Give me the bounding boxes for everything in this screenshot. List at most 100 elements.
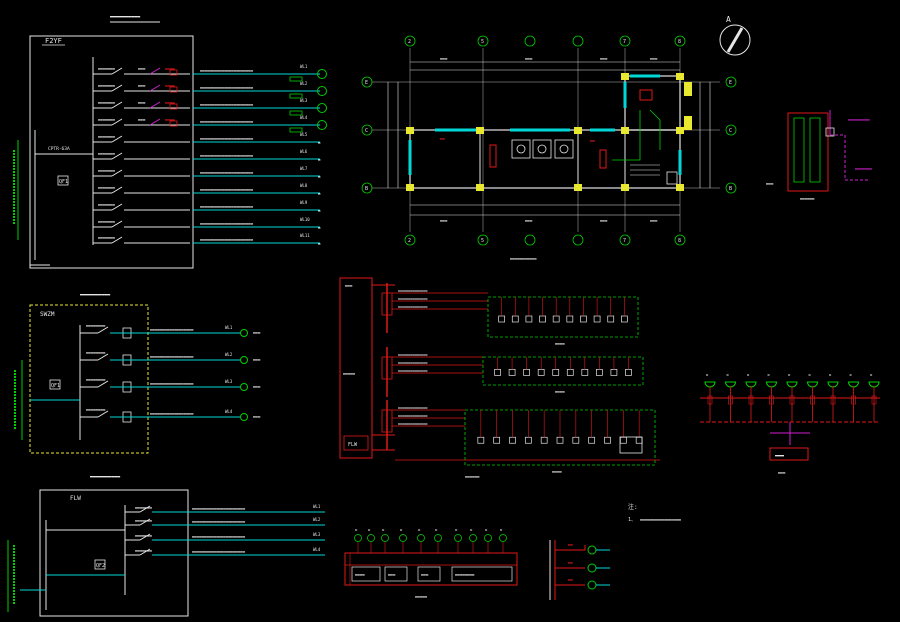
dimension-value: ▬▬▬	[600, 218, 608, 223]
cable-spec: ▬▬▬▬▬▬▬▬▬▬▬▬▬▬▬▬▬▬▬▬▬▬	[200, 237, 254, 242]
detector-device	[525, 315, 533, 323]
breaker-rating: ▬▬▬▬▬▬▬	[135, 548, 152, 553]
terminal-label: ▬	[382, 528, 385, 532]
detector-device	[621, 315, 628, 323]
circuit-end: ▬	[318, 157, 321, 162]
breaker-symbol	[111, 203, 123, 211]
detector-device	[607, 315, 615, 323]
axis-label-left: B	[365, 186, 368, 192]
module-label: ▬▬▬▬	[355, 572, 365, 577]
circuit-tag: WL2	[313, 517, 321, 522]
contactor-box	[169, 69, 178, 76]
terminal-icon	[399, 534, 407, 542]
rcd-rating: ▬▬▬	[138, 66, 146, 71]
svg-text:▬▬: ▬▬	[568, 577, 573, 582]
notes: 注: 1、 ▬▬▬▬▬▬▬▬▬▬▬▬▬▬▬▬▬	[628, 503, 682, 523]
head-label: ▬	[850, 373, 853, 377]
dimension-value: ▬▬▬	[525, 56, 533, 61]
panel-top-left: ▬▬▬▬▬▬▬▬▬▬ F2YF QF1 CPTR-63A ▬▬▬▬▬▬▬▬▬▬▬…	[13, 14, 327, 269]
axis-label-left: E	[365, 80, 368, 86]
head-label: ▬	[747, 373, 750, 377]
panel-right-small: ▬▬▬▬▬▬▬▬▬ ▬▬▬▬▬▬▬ ▬▬▬ ▬▬▬▬▬▬	[766, 110, 872, 201]
detector-device	[509, 436, 516, 444]
breaker-symbol	[111, 101, 123, 109]
axis-bubble-left	[361, 76, 373, 88]
axis-label-bottom: 8	[678, 238, 681, 244]
circuit-end: ▬	[318, 174, 321, 179]
axis-label-right: E	[729, 80, 732, 86]
module-label: ▬▬▬	[421, 572, 429, 577]
sprinkler-head	[724, 381, 737, 388]
control-module	[619, 436, 643, 454]
detector-device	[552, 369, 560, 376]
contactor-box	[169, 86, 178, 93]
terminal-icon	[381, 534, 389, 542]
terminal-icon	[484, 534, 492, 542]
axis-label-top: 2	[408, 39, 411, 45]
load-icon	[240, 356, 248, 364]
detector-device	[537, 369, 545, 376]
svg-text:▬▬▬▬▬▬: ▬▬▬▬▬▬	[800, 196, 815, 201]
breaker-symbol	[139, 518, 151, 526]
axis-bubble-top	[572, 35, 584, 47]
panel-top-left-breaker-label: QF1	[59, 179, 68, 185]
axis-bubble-top	[404, 35, 416, 47]
detector-device	[498, 315, 505, 323]
panel-top-left-incoming-breaker: CPTR-63A	[48, 146, 70, 152]
detector-device	[596, 369, 603, 376]
load-label: ▬▬▬	[253, 414, 261, 419]
axis-label-top: 7	[623, 39, 626, 45]
terminal-label: ▬	[500, 528, 503, 532]
breaker-rating: ▬▬▬▬▬▬▬▬	[86, 407, 106, 412]
circuit-end: ▬	[318, 191, 321, 196]
breaker-symbol	[111, 186, 123, 194]
breaker-rating: ▬▬▬▬▬▬▬	[98, 100, 115, 105]
cable-spec: ▬▬▬▬▬▬▬▬▬▬▬▬▬▬▬▬▬▬▬▬▬▬	[200, 136, 254, 141]
load-label: ▬▬▬	[253, 330, 261, 335]
circuit-tag: WL5	[300, 132, 308, 137]
svg-text:▬▬▬▬▬▬▬▬▬▬: ▬▬▬▬▬▬▬▬▬▬	[90, 474, 120, 480]
circuit-bottom-right: ▬▬ ▬▬ ▬▬	[549, 540, 610, 600]
head-label: ▬	[829, 373, 832, 377]
detector-device	[604, 436, 611, 444]
module-box	[384, 566, 408, 582]
module-box	[351, 566, 381, 582]
branch-spec: ▬▬▬▬▬▬▬▬▬▬▬▬▬▬	[398, 414, 428, 418]
circuit-tag: WL1	[225, 325, 233, 330]
cable-spec: ▬▬▬▬▬▬▬▬▬▬▬▬▬▬▬▬▬▬▬▬▬▬	[192, 534, 246, 539]
detector-row-right: ▬▬▬ ▬▬▬ ▬▬▬▬▬▬▬▬▬	[700, 373, 880, 475]
circuit-end: ▬	[318, 241, 321, 246]
panel-bottom-left-code: FLW	[70, 495, 81, 502]
breaker-symbol	[97, 353, 109, 361]
indicator-box	[289, 110, 303, 116]
branch-spec: ▬▬▬▬▬▬▬▬▬▬▬▬▬▬	[398, 289, 428, 293]
head-label: ▬	[768, 373, 771, 377]
control-block-bottom: ▬▬▬▬▬▬▬▬▬▬▬▬▬▬▬▬▬▬▬▬▬▬▬▬▬▬▬▬ ▬▬▬▬▬	[344, 528, 518, 599]
notes-line-1: 1、	[628, 517, 636, 523]
sprinkler-head	[827, 381, 839, 388]
load-icon	[240, 329, 248, 337]
panel-mid-left-breaker-label: QF1	[51, 383, 60, 389]
detector-device	[477, 436, 485, 444]
axis-bubble-right	[725, 182, 737, 194]
breaker-symbol	[139, 548, 151, 556]
detector-device	[566, 315, 574, 323]
terminal-icon	[367, 534, 375, 542]
cable-spec: ▬▬▬▬▬▬▬▬▬▬▬▬▬▬▬▬▬▬▬▬▬▬	[200, 68, 254, 73]
svg-text:▬▬: ▬▬	[568, 542, 573, 547]
circuit-tag: WL4	[225, 409, 233, 414]
axis-label-bottom: 5	[481, 238, 484, 244]
axis-bubble-left	[361, 182, 373, 194]
breaker-symbol	[139, 533, 151, 541]
rcd-rating: ▬▬▬	[138, 117, 146, 122]
svg-text:▬▬▬▬▬▬▬▬▬▬: ▬▬▬▬▬▬▬▬▬▬	[110, 14, 140, 20]
load-label: ▬▬▬	[253, 357, 261, 362]
panel-bottom-left-breaker-label: QF2	[96, 563, 105, 569]
sprinkler-head	[745, 381, 757, 388]
svg-text:▬▬: ▬▬	[590, 138, 595, 143]
cable-spec: ▬▬▬▬▬▬▬▬▬▬▬▬▬▬▬▬▬▬▬▬▬▬	[192, 519, 246, 524]
north-arrow-label: A	[726, 15, 731, 24]
circuit-tag: WL6	[300, 149, 308, 154]
axis-bubble-top	[619, 35, 631, 47]
